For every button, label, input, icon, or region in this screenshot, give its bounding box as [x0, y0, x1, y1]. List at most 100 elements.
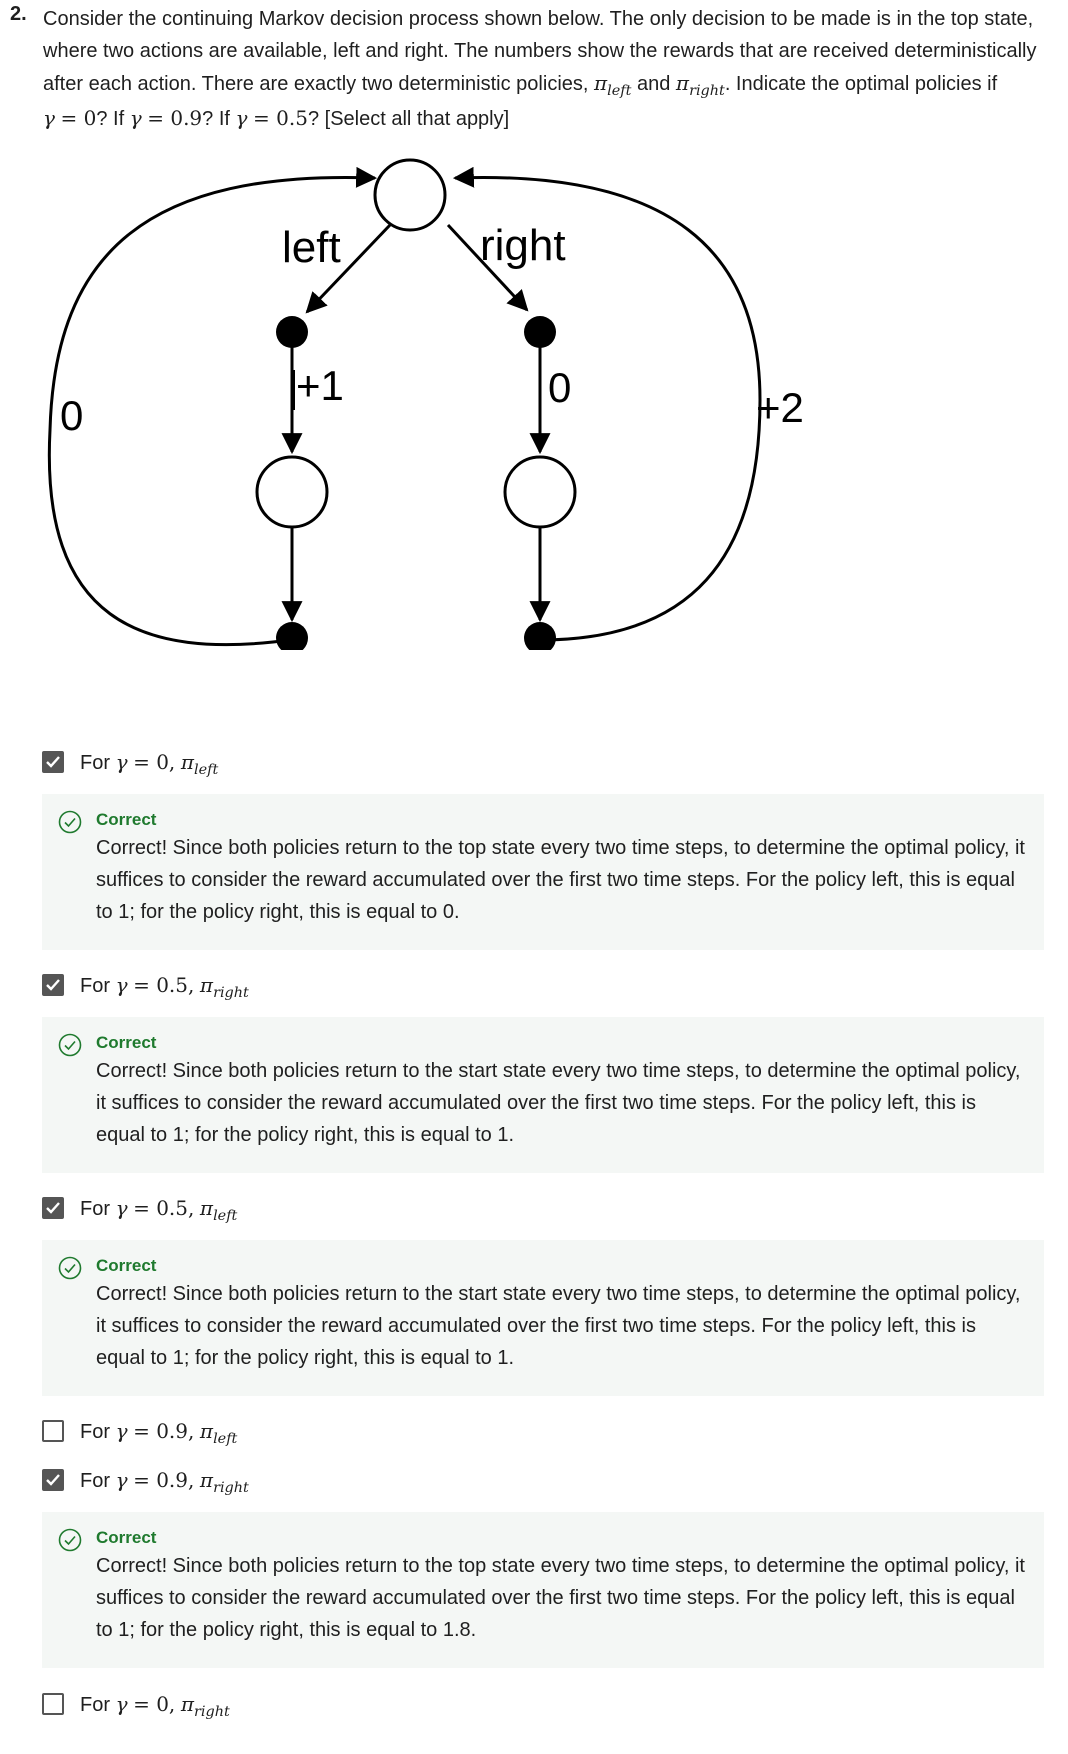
- gamma-zero: = 0: [60, 106, 97, 130]
- answer-option[interactable]: For γ = 0.9, πright: [42, 1466, 249, 1496]
- option-label: For γ = 0.5, πleft: [80, 1195, 238, 1224]
- option-checkbox[interactable]: [42, 1197, 64, 1219]
- option-prefix: For: [80, 751, 110, 774]
- policy-symbol: πleft: [199, 1195, 238, 1224]
- question-if: ? If: [202, 108, 230, 130]
- gamma-value: = 0.5,: [133, 1195, 195, 1220]
- top-state: [373, 158, 447, 232]
- question-select-all: ? [Select all that apply]: [307, 108, 510, 130]
- check-circle-icon: [58, 1033, 82, 1057]
- option-label: For γ = 0, πleft: [80, 749, 219, 778]
- left-action-dot: [276, 316, 308, 348]
- option-checkbox[interactable]: [42, 1693, 64, 1715]
- answer-option[interactable]: For γ = 0, πleft: [42, 748, 219, 778]
- question-line-3-text: after each action. There are exactly two…: [43, 73, 589, 95]
- check-circle-icon: [58, 1528, 82, 1552]
- option-prefix: For: [80, 1420, 110, 1443]
- right-state: [503, 455, 577, 529]
- reward-left: +1: [296, 362, 344, 409]
- question-line-1: Consider the continuing Markov decision …: [43, 8, 1034, 30]
- feedback-text: Correct! Since both policies return to t…: [96, 837, 1025, 923]
- question-line-4: γ = 0? If γ = 0.9? If γ = 0.5? [Select a…: [43, 102, 1043, 135]
- checkmark-icon: [46, 1202, 60, 1214]
- checkmark-icon: [46, 756, 60, 768]
- feedback-title: Correct: [96, 810, 157, 829]
- policy-symbol: πright: [199, 1467, 249, 1496]
- pi-left-symbol: πleft: [594, 71, 632, 100]
- loop-left-edge: [47, 166, 378, 647]
- gamma-value: = 0,: [133, 1691, 176, 1716]
- feedback-text: Correct! Since both policies return to t…: [96, 1555, 1025, 1641]
- option-prefix: For: [80, 1693, 110, 1716]
- option-label: For γ = 0.9, πright: [80, 1467, 249, 1496]
- option-label: For γ = 0.5, πright: [80, 972, 249, 1001]
- label-left-action: left: [282, 223, 341, 272]
- gamma-symbol: γ: [43, 106, 55, 130]
- question-line-2: where two actions are available, left an…: [43, 40, 1037, 62]
- answer-option[interactable]: For γ = 0.9, πleft: [42, 1417, 238, 1447]
- option-checkbox[interactable]: [42, 1469, 64, 1491]
- question-number: 2.: [10, 3, 27, 25]
- answer-option[interactable]: For γ = 0.5, πright: [42, 971, 249, 1001]
- gamma-value: = 0,: [133, 749, 176, 774]
- right-action-dot: [524, 316, 556, 348]
- option-checkbox[interactable]: [42, 974, 64, 996]
- mdp-diagram: left right +1 0 0 +2: [47, 158, 804, 650]
- answer-option[interactable]: For γ = 0.5, πleft: [42, 1194, 238, 1224]
- gamma-value: = 0.9,: [133, 1467, 195, 1492]
- reward-outer-right: +2: [756, 384, 804, 431]
- option-checkbox[interactable]: [42, 1420, 64, 1442]
- loop-right-edge: [452, 166, 762, 642]
- reward-right: 0: [548, 364, 571, 411]
- checkmark-icon: [46, 979, 60, 991]
- edge-left-action: [305, 223, 392, 314]
- policy-symbol: πleft: [180, 749, 219, 778]
- check-circle-icon: [58, 1256, 82, 1280]
- label-right-action: right: [480, 221, 566, 270]
- right-bottom-dot: [524, 622, 556, 650]
- gamma-value: = 0.5,: [133, 972, 195, 997]
- option-prefix: For: [80, 1197, 110, 1220]
- feedback-text: Correct! Since both policies return to t…: [96, 1060, 1021, 1146]
- gamma-symbol: γ: [235, 106, 248, 130]
- checkmark-icon: [46, 1474, 60, 1486]
- gamma-symbol: γ: [115, 749, 128, 774]
- gamma-symbol: γ: [115, 1418, 128, 1443]
- gamma-symbol: γ: [115, 1691, 128, 1716]
- policy-symbol: πright: [199, 972, 249, 1001]
- gamma-value: = 0.9,: [133, 1418, 195, 1443]
- answer-option[interactable]: For γ = 0, πright: [42, 1690, 230, 1720]
- policy-symbol: πleft: [199, 1418, 238, 1447]
- gamma-symbol: γ: [115, 1195, 128, 1220]
- reward-outer-left: 0: [60, 392, 83, 439]
- policy-symbol: πright: [180, 1691, 230, 1720]
- option-checkbox[interactable]: [42, 751, 64, 773]
- gamma-symbol: γ: [129, 106, 142, 130]
- question-line-3: after each action. There are exactly two…: [43, 67, 1043, 102]
- feedback-title: Correct: [96, 1528, 157, 1547]
- gamma-point-nine: = 0.9: [147, 106, 203, 130]
- left-bottom-dot: [276, 622, 308, 650]
- gamma-symbol: γ: [115, 1467, 128, 1492]
- check-circle-icon: [58, 810, 82, 834]
- left-state: [255, 455, 329, 529]
- edge-right-action: [446, 223, 529, 312]
- question-if: ? If: [96, 108, 125, 130]
- feedback-text: Correct! Since both policies return to t…: [96, 1283, 1021, 1369]
- question-and: and: [636, 73, 671, 95]
- feedback-title: Correct: [96, 1033, 157, 1052]
- question-text: Consider the continuing Markov decision …: [43, 3, 1043, 135]
- pi-right-symbol: πright: [675, 71, 725, 100]
- feedback-title: Correct: [96, 1256, 157, 1275]
- option-label: For γ = 0.9, πleft: [80, 1418, 238, 1447]
- option-label: For γ = 0, πright: [80, 1691, 230, 1720]
- gamma-symbol: γ: [115, 972, 128, 997]
- gamma-point-five: = 0.5: [253, 106, 308, 130]
- option-prefix: For: [80, 974, 110, 997]
- question-line-3-end: . Indicate the optimal policies if: [724, 73, 998, 95]
- option-prefix: For: [80, 1469, 110, 1492]
